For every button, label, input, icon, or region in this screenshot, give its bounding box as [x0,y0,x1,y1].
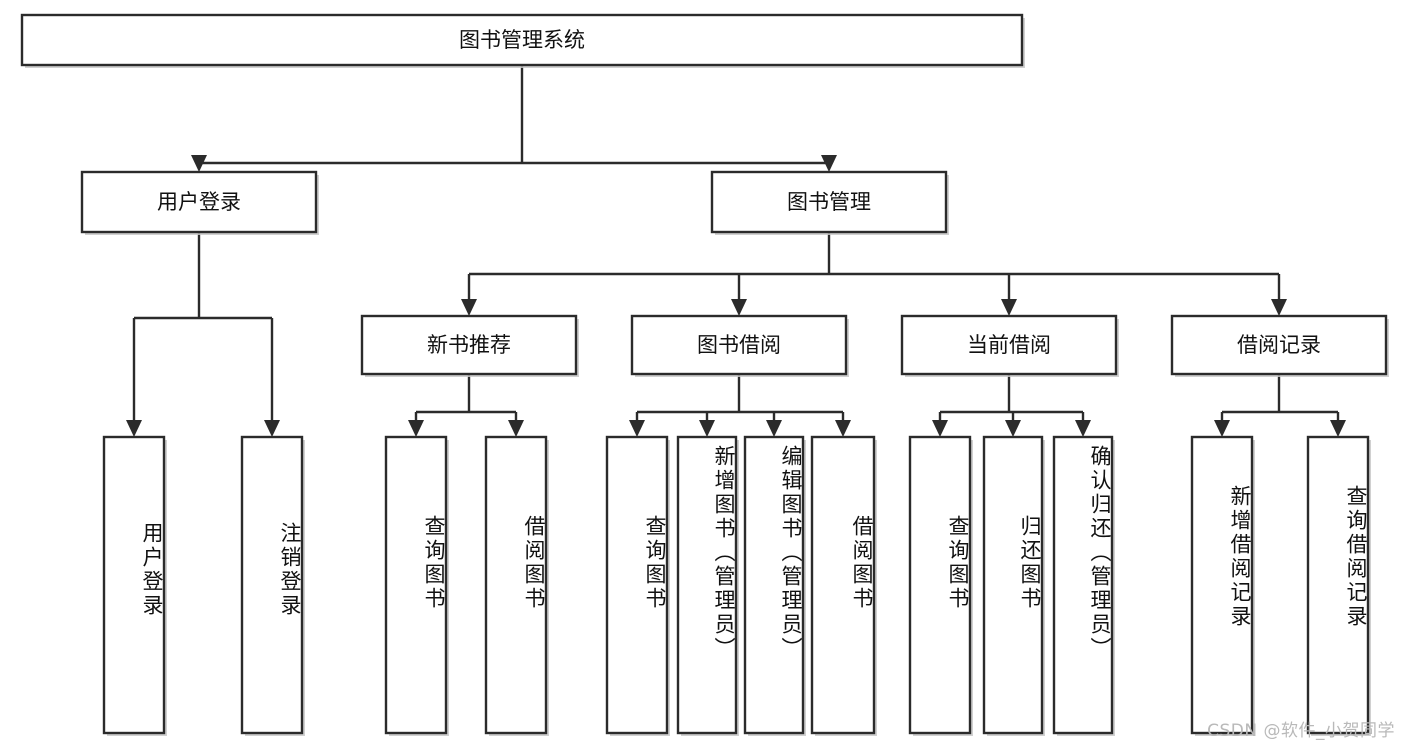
arrow-head-icon [1330,420,1346,437]
arrow-head-icon [264,420,280,437]
node-current-borrow[interactable]: 当前借阅 [900,314,1119,377]
node-leaf-query-book-borrow[interactable] [605,435,670,736]
edge-group-from-current-borrow [932,374,1091,437]
node-box[interactable] [20,13,1024,67]
node-leaf-add-book[interactable] [676,435,739,736]
node-user-login[interactable]: 用户登录 [80,170,319,235]
node-label: 图书借阅 [697,333,781,357]
node-box[interactable] [982,435,1044,735]
node-leaf-user-login[interactable] [102,435,167,736]
node-box[interactable] [1170,314,1388,376]
watermark-text: CSDN @软件_小贺同学 [1207,721,1395,741]
arrow-head-icon [1005,420,1021,437]
arrow-head-icon [699,420,715,437]
node-box[interactable] [240,435,304,735]
arrow-head-icon [1001,299,1017,316]
arrow-head-icon [408,420,424,437]
node-label: 用户登录 [157,190,241,214]
node-box[interactable] [908,435,972,735]
arrow-head-icon [1075,420,1091,437]
edge-group-from-user-login [126,232,280,437]
arrow-head-icon [932,420,948,437]
node-box[interactable] [1052,435,1114,735]
arrow-head-icon [766,420,782,437]
arrow-head-icon [461,299,477,316]
node-label: 图书管理系统 [459,28,585,52]
arrow-head-icon [731,299,747,316]
arrow-head-icon [126,420,142,437]
node-label: 新书推荐 [427,333,511,357]
arrow-head-icon [1271,299,1287,316]
node-borrow-record[interactable]: 借阅记录 [1170,314,1389,377]
node-box[interactable] [484,435,548,735]
node-leaf-user-logout[interactable] [240,435,305,736]
node-box[interactable] [710,170,948,234]
node-box[interactable] [1306,435,1370,735]
node-leaf-query-book-recommend[interactable] [384,435,449,736]
arrow-head-icon [1214,420,1230,437]
arrow-head-icon [835,420,851,437]
node-box[interactable] [810,435,876,735]
node-leaf-borrow-book-recommend[interactable] [484,435,549,736]
node-leaf-query-book-current[interactable] [908,435,973,736]
edge-group-from-book-borrow [629,374,851,437]
node-leaf-confirm-return[interactable] [1052,435,1115,736]
node-box[interactable] [900,314,1118,376]
node-box[interactable] [80,170,318,234]
node-box[interactable] [1190,435,1254,735]
node-box[interactable] [384,435,448,735]
edge-group-from-root [191,65,837,172]
edge-group-from-book-management [461,232,1287,316]
node-box[interactable] [605,435,669,735]
node-root[interactable]: 图书管理系统 [20,13,1025,68]
node-book-management[interactable]: 图书管理 [710,170,949,235]
node-leaf-borrow-book[interactable] [810,435,877,736]
edge-group-from-borrow-record [1214,374,1346,437]
arrow-head-icon [191,155,207,172]
arrow-head-icon [629,420,645,437]
node-leaf-query-borrow-record[interactable] [1306,435,1371,736]
node-box[interactable] [743,435,805,735]
node-label: 当前借阅 [967,333,1051,357]
node-label: 借阅记录 [1237,333,1321,357]
node-book-borrow[interactable]: 图书借阅 [630,314,849,377]
node-box[interactable] [102,435,166,735]
node-box[interactable] [630,314,848,376]
edge-group-from-new-book-recommend [408,374,524,437]
arrow-head-icon [821,155,837,172]
node-box[interactable] [360,314,578,376]
edges-layer [126,65,1346,437]
node-label: 图书管理 [787,190,871,214]
node-leaf-return-book[interactable] [982,435,1045,736]
node-leaf-add-borrow-record[interactable] [1190,435,1255,736]
node-leaf-edit-book[interactable] [743,435,806,736]
node-new-book-recommend[interactable]: 新书推荐 [360,314,579,377]
node-box[interactable] [676,435,738,735]
arrow-head-icon [508,420,524,437]
